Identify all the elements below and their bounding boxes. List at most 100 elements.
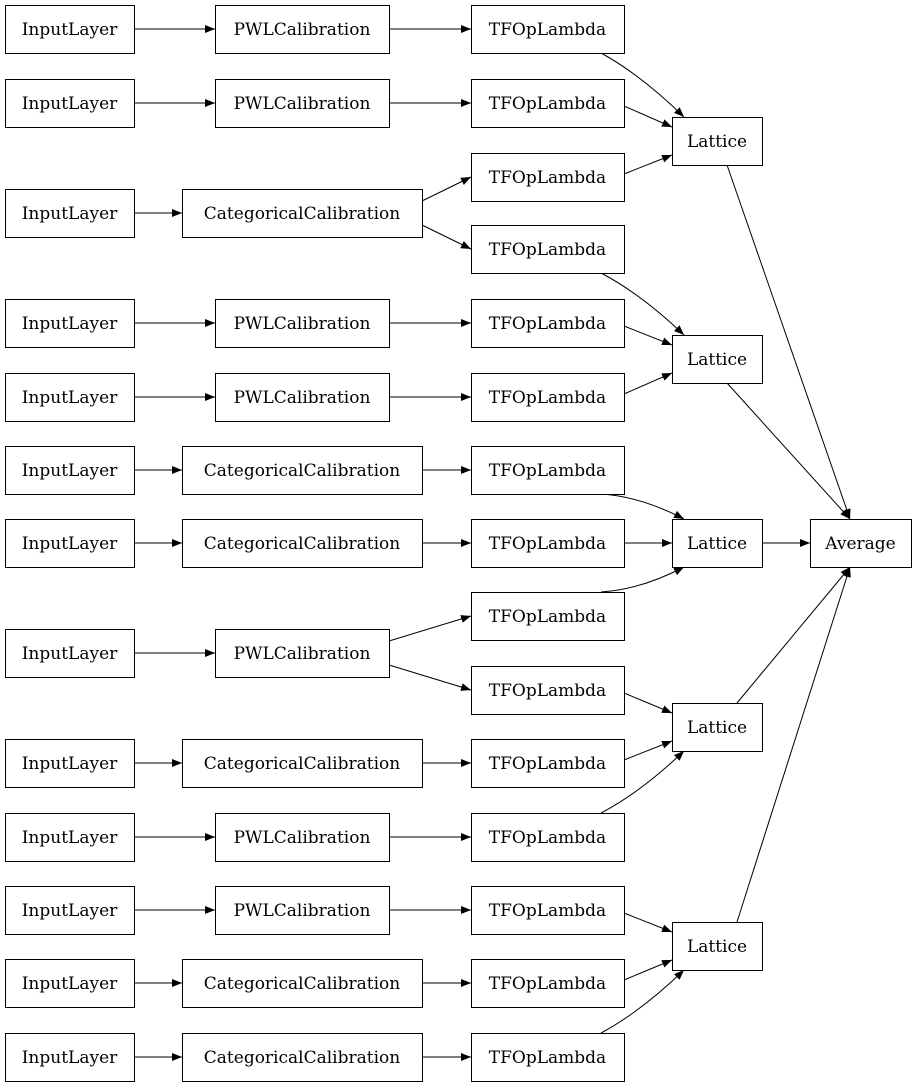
node-in11: InputLayer	[5, 886, 135, 935]
node-label: Lattice	[687, 718, 747, 738]
node-label: TFOpLambda	[489, 681, 606, 701]
node-box	[182, 446, 423, 495]
node-tf2: TFOpLambda	[471, 79, 625, 128]
edge-arrow	[623, 154, 673, 175]
node-label: Lattice	[687, 534, 747, 554]
node-box	[672, 703, 763, 752]
node-in8: InputLayer	[5, 629, 135, 678]
edge-arrow	[623, 372, 673, 395]
node-in7: InputLayer	[5, 519, 135, 568]
edge-arrow	[623, 325, 673, 346]
node-label: InputLayer	[22, 1048, 118, 1068]
node-box	[672, 922, 763, 971]
node-box	[182, 1033, 423, 1082]
node-tf7: TFOpLambda	[471, 446, 625, 495]
edge-tf9-to-lat3	[601, 566, 685, 593]
node-tf14: TFOpLambda	[471, 959, 625, 1008]
node-box	[5, 1033, 135, 1082]
node-label: Average	[824, 534, 895, 554]
edge-arrow	[388, 664, 472, 691]
node-cal3: CategoricalCalibration	[182, 189, 423, 238]
node-label: InputLayer	[22, 94, 118, 114]
node-cal6: CategoricalCalibration	[182, 446, 423, 495]
edge-cal8-to-tf10	[388, 664, 472, 691]
node-lat3: Lattice	[672, 519, 763, 568]
edge-arrow	[623, 912, 673, 933]
node-label: TFOpLambda	[489, 168, 606, 188]
node-box	[471, 446, 625, 495]
node-label: Lattice	[687, 132, 747, 152]
node-label: InputLayer	[22, 974, 118, 994]
node-cal9: CategoricalCalibration	[182, 739, 423, 788]
node-in13: InputLayer	[5, 1033, 135, 1082]
node-label: PWLCalibration	[234, 901, 371, 921]
node-box	[471, 225, 625, 274]
node-in3: InputLayer	[5, 189, 135, 238]
node-box	[215, 886, 390, 935]
node-box	[471, 813, 625, 862]
node-label: CategoricalCalibration	[204, 754, 400, 774]
edge-tf7-to-lat3	[601, 493, 685, 520]
node-box	[471, 373, 625, 422]
node-box	[5, 886, 135, 935]
node-tf9: TFOpLambda	[471, 592, 625, 641]
edge-arrow	[601, 493, 685, 520]
node-box	[471, 666, 625, 715]
node-box	[215, 813, 390, 862]
node-lat1: Lattice	[672, 117, 763, 166]
edge-arrow	[736, 566, 851, 704]
node-lat2: Lattice	[672, 335, 763, 384]
edge-tf14-to-lat5	[623, 959, 673, 981]
node-label: TFOpLambda	[489, 20, 606, 40]
node-label: InputLayer	[22, 388, 118, 408]
node-box	[5, 739, 135, 788]
node-box	[5, 519, 135, 568]
node-cal5: PWLCalibration	[215, 373, 390, 422]
node-tf4: TFOpLambda	[471, 225, 625, 274]
node-box	[471, 79, 625, 128]
node-box	[471, 959, 625, 1008]
node-box	[215, 373, 390, 422]
node-box	[215, 629, 390, 678]
node-label: TFOpLambda	[489, 607, 606, 627]
edge-arrow	[600, 272, 685, 336]
node-tf6: TFOpLambda	[471, 373, 625, 422]
edge-tf1-to-lat1	[600, 52, 685, 118]
node-tf1: TFOpLambda	[471, 5, 625, 54]
edge-tf5-to-lat2	[623, 325, 673, 346]
node-lat4: Lattice	[672, 703, 763, 752]
node-box	[471, 153, 625, 202]
node-lat5: Lattice	[672, 922, 763, 971]
edge-lat2-to-avg	[726, 382, 851, 520]
node-tf13: TFOpLambda	[471, 886, 625, 935]
node-box	[471, 592, 625, 641]
node-label: CategoricalCalibration	[204, 204, 400, 224]
node-label: InputLayer	[22, 204, 118, 224]
node-tf15: TFOpLambda	[471, 1033, 625, 1082]
node-label: InputLayer	[22, 20, 118, 40]
node-label: TFOpLambda	[489, 754, 606, 774]
node-label: CategoricalCalibration	[204, 461, 400, 481]
node-label: TFOpLambda	[489, 534, 606, 554]
node-box	[471, 739, 625, 788]
node-in10: InputLayer	[5, 813, 135, 862]
node-tf3: TFOpLambda	[471, 153, 625, 202]
node-box	[5, 446, 135, 495]
edge-arrow	[600, 52, 685, 118]
edge-tf15-to-lat5	[600, 969, 685, 1034]
edge-arrow	[623, 105, 673, 128]
edge-tf6-to-lat2	[623, 372, 673, 395]
node-in2: InputLayer	[5, 79, 135, 128]
node-box	[471, 5, 625, 54]
node-box	[471, 519, 625, 568]
node-box	[5, 373, 135, 422]
node-label: CategoricalCalibration	[204, 974, 400, 994]
node-label: InputLayer	[22, 754, 118, 774]
node-box	[182, 739, 423, 788]
node-box	[5, 189, 135, 238]
node-cal4: PWLCalibration	[215, 299, 390, 348]
node-label: TFOpLambda	[489, 314, 606, 334]
node-box	[215, 299, 390, 348]
node-in5: InputLayer	[5, 373, 135, 422]
node-label: TFOpLambda	[489, 461, 606, 481]
